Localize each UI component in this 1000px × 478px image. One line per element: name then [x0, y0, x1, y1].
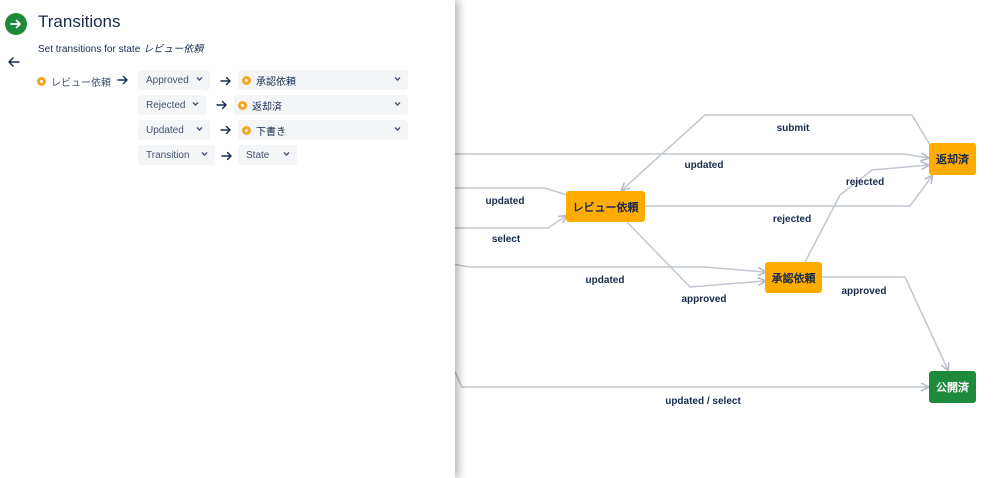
target-state-select-returned[interactable]: 返却済 [234, 95, 408, 115]
node-review[interactable]: レビュー依頼 [566, 191, 645, 222]
subtitle-state: レビュー依頼 [143, 44, 204, 55]
edge-rejected-mid [645, 176, 932, 207]
arrow-right-icon [216, 100, 227, 110]
chevron-down-icon [192, 102, 199, 106]
edge-select [440, 216, 566, 229]
target-state-select-approval[interactable]: 承認依頼 [238, 70, 408, 90]
edge-updated-top [440, 154, 928, 158]
edge-label-approved-right: approved [841, 286, 887, 297]
edge-label-rejected-mid: rejected [772, 214, 812, 225]
node-returned[interactable]: 返却済 [929, 143, 976, 175]
edge-label-updated-top: updated [684, 160, 724, 171]
chevron-down-icon [196, 127, 203, 131]
transition-arrow-icon [5, 13, 27, 35]
transition-select-new[interactable]: Transition [138, 145, 215, 165]
transition-select-placeholder: Transition [146, 149, 190, 161]
back-arrow-icon[interactable] [7, 55, 21, 69]
edge-approved-right [822, 276, 948, 370]
arrow-right-icon [220, 76, 231, 86]
chevron-down-icon [394, 127, 401, 131]
transition-select-label: Rejected [146, 99, 186, 111]
edge-label-updated-mid: updated [585, 275, 625, 286]
target-state-label: 下書き [256, 126, 286, 138]
edge-label-updated-select: updated / select [665, 396, 741, 407]
transition-select-approved[interactable]: Approved [138, 70, 210, 90]
transition-select-updated[interactable]: Updated [138, 120, 210, 140]
edge-label-rejected-up: rejected [845, 177, 885, 188]
edge-updated-mid [439, 261, 765, 272]
target-state-select-draft[interactable]: 下書き [238, 120, 408, 140]
chevron-down-icon [283, 152, 290, 156]
edge-label-select: select [491, 234, 521, 245]
source-state: レビュー依頼 [37, 74, 111, 89]
state-status-icon [242, 75, 251, 85]
target-state-placeholder: State [246, 149, 270, 161]
node-approval[interactable]: 承認依頼 [765, 262, 822, 293]
target-state-label: 返却済 [252, 101, 282, 113]
edge-updated-left [440, 187, 568, 196]
target-state-select-new[interactable]: State [238, 145, 297, 165]
node-published[interactable]: 公開済 [929, 371, 976, 403]
chevron-down-icon [394, 102, 401, 106]
edge-label-submit: submit [776, 123, 810, 134]
edge-submit [622, 114, 931, 190]
edge-label-approved-down: approved [681, 294, 727, 305]
transition-select-label: Updated [146, 124, 184, 136]
chevron-down-icon [196, 77, 203, 81]
target-state-label: 承認依頼 [256, 76, 296, 88]
arrow-right-icon [220, 125, 231, 135]
subtitle-prefix: Set transitions for state [38, 44, 141, 55]
edge-approved-down [625, 220, 765, 288]
source-state-label: レビュー依頼 [51, 78, 111, 89]
transition-select-rejected[interactable]: Rejected [138, 95, 206, 115]
edge-rejected-up [804, 165, 928, 263]
transition-select-label: Approved [146, 74, 189, 86]
state-status-icon [37, 77, 46, 86]
chevron-down-icon [201, 152, 208, 156]
arrow-right-icon [221, 151, 232, 161]
chevron-down-icon [394, 77, 401, 81]
edge-label-updated-left: updated [485, 196, 525, 207]
state-status-icon [238, 100, 247, 110]
state-status-icon [242, 125, 251, 135]
arrow-right-icon [117, 75, 128, 85]
panel-title: Transitions [38, 12, 121, 31]
edge-updated-select [439, 339, 928, 387]
